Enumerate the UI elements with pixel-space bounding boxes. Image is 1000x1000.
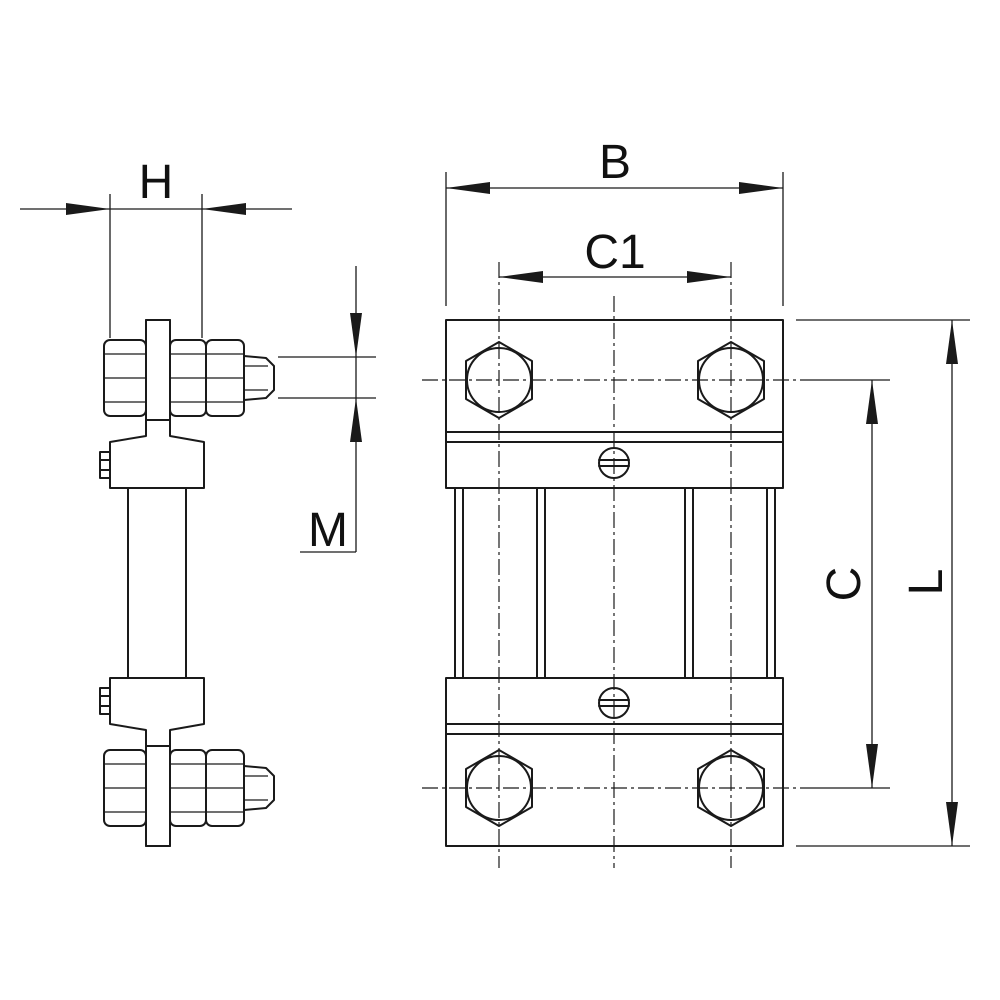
label-m: M [308, 504, 348, 557]
dimension-m [278, 266, 376, 553]
side-view [20, 194, 376, 847]
side-upper-set-screw [99, 451, 111, 479]
label-c1: C1 [584, 226, 645, 279]
dimension-c1 [499, 271, 731, 283]
side-lower-bolt [103, 745, 275, 847]
dimension-l [796, 319, 970, 847]
dimension-b [445, 172, 784, 306]
front-view [422, 172, 970, 868]
label-b: B [599, 136, 631, 189]
label-h: H [139, 156, 174, 209]
side-rod [127, 487, 187, 679]
label-l: L [900, 569, 953, 596]
side-lower-set-screw [99, 687, 111, 715]
front-centerlines [422, 262, 810, 868]
side-upper-bolt [103, 319, 275, 421]
front-rods [454, 487, 776, 679]
dimension-c [810, 379, 890, 789]
dimension-h [20, 194, 292, 338]
label-c: C [818, 567, 871, 602]
